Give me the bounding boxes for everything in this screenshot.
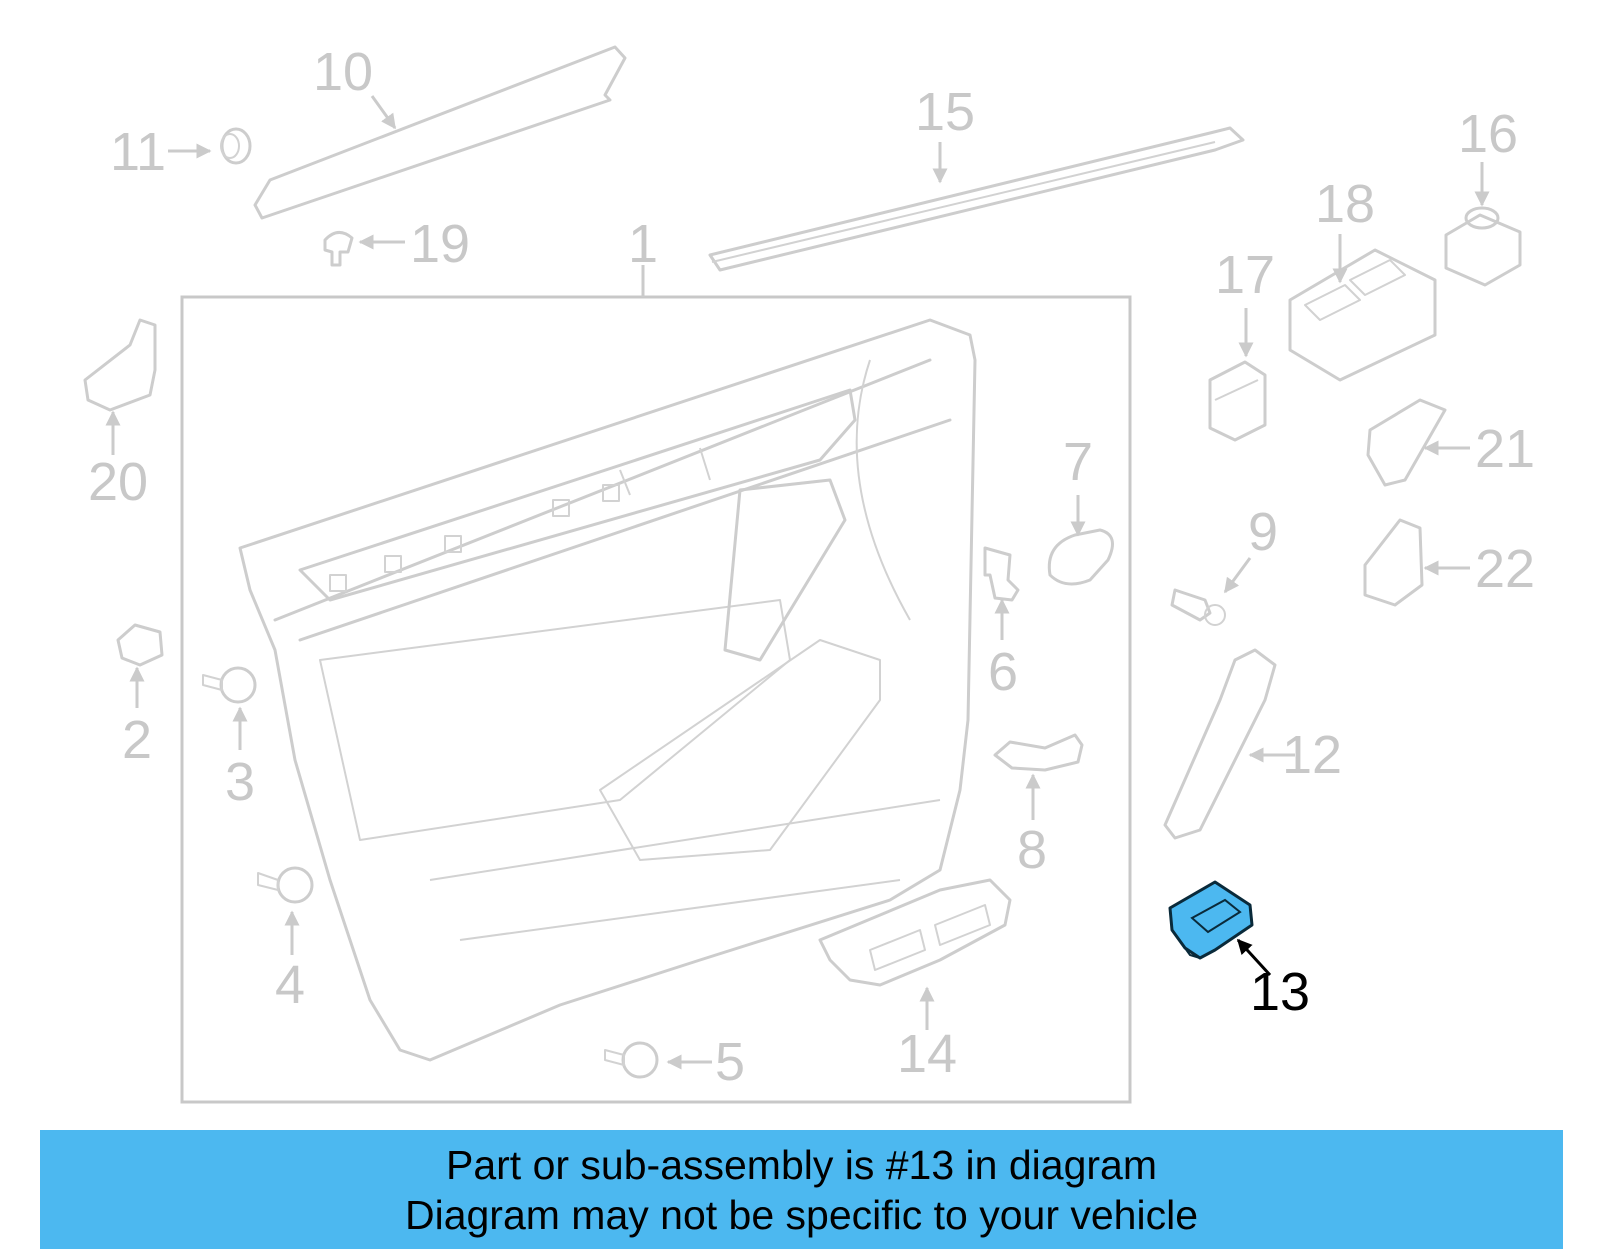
part-17-switch [1208, 308, 1267, 442]
callout-12: 12 [1282, 725, 1342, 785]
part-5-clip [604, 1041, 712, 1079]
part-13-highlighted[interactable] [1168, 880, 1272, 977]
callout-22: 22 [1475, 539, 1535, 599]
callout-7: 7 [1063, 432, 1093, 492]
info-banner: Part or sub-assembly is #13 in diagram D… [40, 1130, 1563, 1249]
part-21-bezel [1366, 398, 1470, 487]
callout-16: 16 [1458, 104, 1518, 164]
callout-3: 3 [225, 752, 255, 812]
callout-5: 5 [715, 1032, 745, 1092]
part-2-clip [116, 623, 164, 708]
callout-19: 19 [410, 214, 470, 274]
part-4-clip [257, 866, 314, 955]
callout-21: 21 [1475, 419, 1535, 479]
part-7-handle-bezel [1047, 495, 1114, 586]
callout-4: 4 [275, 955, 305, 1015]
callout-6: 6 [988, 642, 1018, 702]
callout-9: 9 [1248, 502, 1278, 562]
part-6-bracket [983, 546, 1020, 640]
part-12-pillar-trim [1163, 648, 1295, 840]
banner-line-part: Part or sub-assembly is #13 in diagram [446, 1142, 1157, 1188]
part-9-screw [1170, 557, 1252, 626]
callout-10: 10 [313, 42, 373, 102]
part-14-handle-housing [818, 878, 1012, 1030]
callout-8: 8 [1017, 820, 1047, 880]
callout-17: 17 [1215, 245, 1275, 305]
callout-15: 15 [915, 82, 975, 142]
part-11-plug [168, 127, 252, 165]
part-15-weatherstrip [708, 126, 1245, 272]
banner-line-disclaimer: Diagram may not be specific to your vehi… [404, 1192, 1198, 1238]
callout-1: 1 [628, 214, 658, 274]
door-panel-frame [180, 295, 1132, 1104]
part-16-switch-knob [1444, 162, 1522, 287]
callout-14: 14 [897, 1024, 957, 1084]
part-8-trim-bracket [993, 733, 1084, 820]
callout-11: 11 [110, 122, 166, 182]
callout-2: 2 [122, 710, 152, 770]
door-trim-panel [238, 318, 977, 1062]
callout-13: 13 [1250, 962, 1310, 1022]
part-10-trim-strip [253, 45, 627, 220]
callout-18: 18 [1315, 174, 1375, 234]
callout-20: 20 [88, 452, 148, 512]
part-20-bracket [83, 318, 157, 455]
part-18-master-switch [1288, 234, 1437, 382]
part-3-clip [202, 666, 257, 750]
parts-diagram: 1 2 3 4 5 6 7 8 9 10 11 12 13 14 15 16 1… [83, 42, 1535, 1104]
part-19-clip [323, 231, 405, 267]
part-22-switch [1363, 518, 1470, 607]
